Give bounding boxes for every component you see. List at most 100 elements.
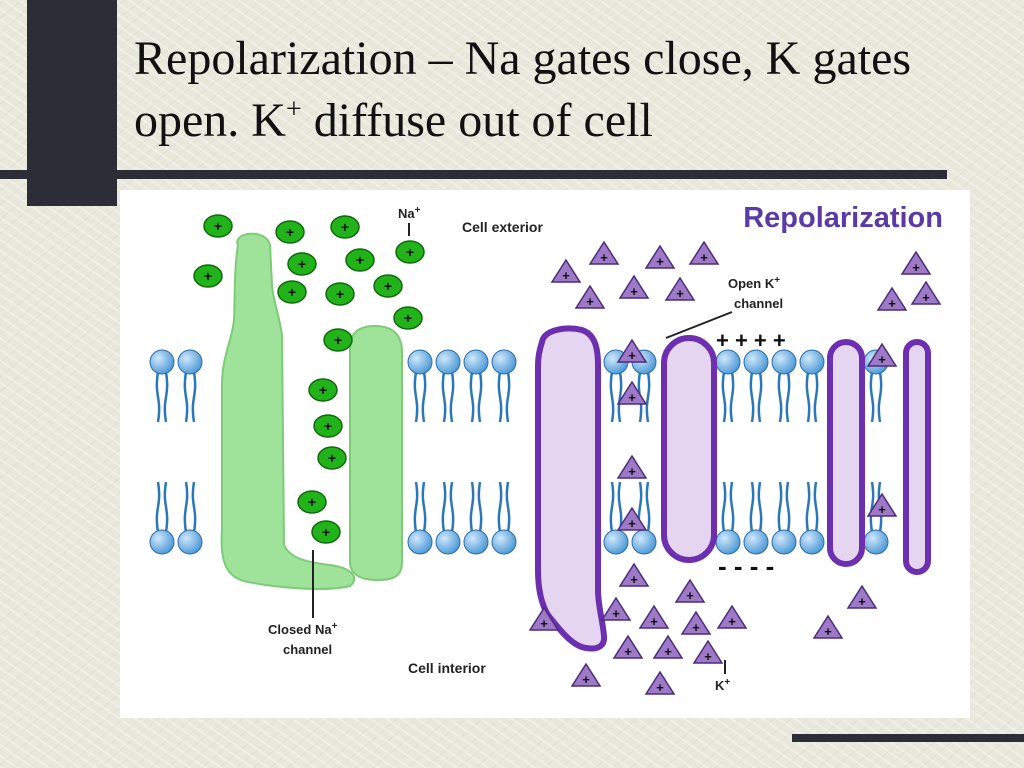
- phospholipid: [177, 349, 203, 423]
- open-k-channel: [535, 325, 717, 652]
- na-ion-sign: +: [324, 418, 332, 434]
- phospholipid: [771, 481, 797, 555]
- k-ion-sign: +: [664, 644, 672, 659]
- na-channel-right-subunit: [349, 324, 403, 582]
- na-ion-sign: +: [336, 286, 344, 302]
- k-label-text: K: [715, 678, 725, 693]
- k-ion: +: [600, 596, 632, 621]
- k-ion: +: [688, 240, 720, 265]
- phospholipid: [799, 481, 825, 555]
- na-ion-sign: +: [322, 524, 330, 540]
- phospholipid: [149, 481, 175, 555]
- na-ion-sign: +: [298, 256, 306, 272]
- k-ion-sign: +: [912, 260, 920, 275]
- open-k-label-text: Open K: [728, 276, 775, 291]
- negative-charge-row: - - - -: [718, 551, 774, 581]
- k-ion: +: [588, 240, 620, 265]
- phospholipid: [743, 481, 769, 555]
- closed-na-label-sup: +: [332, 621, 338, 632]
- k-ion-sign: +: [582, 672, 590, 687]
- k-ion-sign: +: [600, 250, 608, 265]
- phospholipid: [491, 349, 517, 423]
- k-channel-subunit-3: [827, 339, 865, 567]
- k-ion-sign: +: [824, 624, 832, 639]
- k-ion-sign: +: [728, 614, 736, 629]
- k-ion: +: [644, 244, 676, 269]
- na-channel-left-subunit: [220, 232, 356, 590]
- k-label-sup: +: [724, 677, 730, 688]
- na-ion-sign: +: [308, 494, 316, 510]
- k-ion: +: [812, 614, 844, 639]
- na-ion: +: [297, 490, 327, 514]
- k-channel-right: [827, 339, 931, 575]
- k-ion-sign: +: [612, 606, 620, 621]
- na-ion: +: [275, 220, 305, 244]
- na-label-sup: +: [415, 205, 421, 216]
- positive-charge-row: + + + +: [716, 328, 786, 353]
- k-ion: +: [616, 338, 648, 363]
- na-ion: +: [330, 215, 360, 239]
- na-ion-sign: +: [356, 252, 364, 268]
- phospholipid: [491, 481, 517, 555]
- k-ion-sign: +: [540, 616, 548, 631]
- na-ion: +: [313, 414, 343, 438]
- k-ion-sign: +: [676, 286, 684, 301]
- phospholipid: [743, 349, 769, 423]
- k-ion-sign: +: [692, 620, 700, 635]
- k-ion-sign: +: [630, 284, 638, 299]
- k-ion-sign: +: [628, 348, 636, 363]
- k-label: K+: [715, 677, 730, 693]
- phospholipid: [603, 481, 629, 555]
- na-ion-sign: +: [214, 218, 222, 234]
- title-text-part2: diffuse out of cell: [301, 94, 653, 147]
- k-ion: +: [846, 584, 878, 609]
- closed-na-label-text: Closed Na: [268, 622, 332, 637]
- na-ion: +: [203, 214, 233, 238]
- closed-na-channel: [220, 232, 403, 590]
- k-ions: ++++++++++++++++++++++++++++++: [528, 240, 942, 695]
- k-channel-subunit-4: [903, 339, 931, 575]
- na-ion: +: [373, 274, 403, 298]
- k-ion-sign: +: [888, 296, 896, 311]
- k-ion-sign: +: [858, 594, 866, 609]
- k-ion: +: [674, 578, 706, 603]
- k-ion: +: [616, 380, 648, 405]
- phospholipid: [715, 481, 741, 555]
- k-ion: +: [652, 634, 684, 659]
- k-ion: +: [638, 604, 670, 629]
- na-ion-sign: +: [341, 219, 349, 235]
- phospholipid: [863, 481, 889, 555]
- diagram-panel: +++++++++++++++++ ++++++++++++++++++++++…: [120, 190, 970, 718]
- k-ion: +: [550, 258, 582, 283]
- k-ion-sign: +: [700, 250, 708, 265]
- na-label-text: Na: [398, 206, 415, 221]
- k-ion: +: [900, 250, 932, 275]
- cell-exterior-label: Cell exterior: [462, 219, 543, 235]
- k-ion-sign: +: [656, 254, 664, 269]
- na-ion: +: [395, 240, 425, 264]
- phospholipid: [771, 349, 797, 423]
- na-ion-sign: +: [328, 450, 336, 466]
- k-ion: +: [618, 274, 650, 299]
- na-ion-sign: +: [384, 278, 392, 294]
- k-ion: +: [692, 639, 724, 664]
- na-ion: +: [311, 520, 341, 544]
- k-ion: +: [644, 670, 676, 695]
- k-ion: +: [716, 604, 748, 629]
- k-ion-sign: +: [922, 290, 930, 305]
- na-ion-sign: +: [204, 268, 212, 284]
- repolarization-diagram: +++++++++++++++++ ++++++++++++++++++++++…: [149, 202, 943, 695]
- closed-na-channel-label: Closed Na+: [268, 621, 338, 637]
- title-superscript: +: [285, 94, 302, 125]
- na-ion-sign: +: [286, 224, 294, 240]
- k-channel-subunit-1: [535, 325, 608, 652]
- na-ion: +: [345, 248, 375, 272]
- phospholipid: [715, 349, 741, 423]
- k-ion-sign: +: [704, 649, 712, 664]
- open-k-channel-label-line2: channel: [734, 296, 783, 311]
- na-ion-sign: +: [319, 382, 327, 398]
- k-ion-sign: +: [878, 502, 886, 517]
- k-ion: +: [680, 610, 712, 635]
- k-ion-sign: +: [624, 644, 632, 659]
- phospholipid: [435, 349, 461, 423]
